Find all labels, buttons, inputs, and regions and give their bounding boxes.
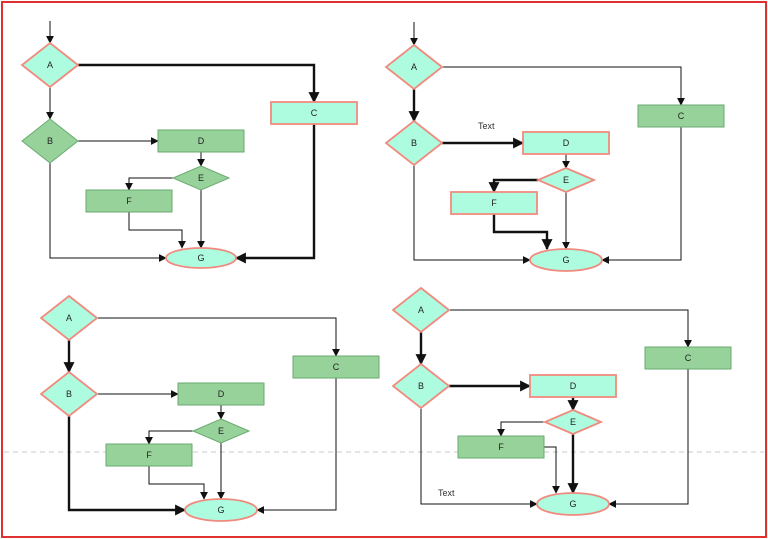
node-c-process <box>644 346 732 370</box>
node-f-label: F <box>498 442 504 452</box>
connector-arrow <box>256 378 337 514</box>
node-g-terminal <box>184 498 258 522</box>
annotation-text: Text <box>438 488 455 498</box>
node-f-label: F <box>146 450 152 460</box>
connector-arrow <box>544 446 560 494</box>
node-g-label: G <box>562 255 569 265</box>
connector-arrow <box>601 127 682 264</box>
node-g-terminal <box>165 247 237 269</box>
node-e-label: E <box>218 426 224 436</box>
node-c-label: C <box>333 362 340 372</box>
node-b-decision <box>39 370 99 418</box>
node-a-label: A <box>411 62 417 72</box>
node-g-label: G <box>217 505 224 515</box>
node-g-label: G <box>197 253 204 263</box>
connector-arrow <box>128 212 186 249</box>
node-a-decision <box>384 43 444 91</box>
node-b-decision <box>384 119 444 167</box>
connector-arrow <box>67 416 187 516</box>
node-d-label: D <box>563 138 570 148</box>
node-a-decision <box>39 294 99 342</box>
node-c-label: C <box>678 111 685 121</box>
connector-arrow <box>488 178 538 194</box>
node-d-label: D <box>198 136 205 146</box>
node-a-label: A <box>418 305 424 315</box>
connector-arrow <box>420 408 538 508</box>
connector-arrow <box>148 466 208 500</box>
node-b-decision <box>391 362 451 410</box>
node-g-label: G <box>569 499 576 509</box>
connector-arrow <box>145 430 193 445</box>
node-d-label: D <box>218 389 225 399</box>
connector-arrow <box>413 165 531 264</box>
node-c-label: C <box>311 108 318 118</box>
node-f-process <box>105 443 193 467</box>
node-d-label: D <box>570 381 577 391</box>
flowchart-top-left: A B C D E F G <box>20 21 358 269</box>
node-e-decision <box>171 165 231 191</box>
connector-arrow <box>608 369 689 508</box>
node-e-label: E <box>198 173 204 183</box>
node-d-process <box>522 131 610 155</box>
connector-arrow <box>49 163 167 262</box>
node-c-process <box>637 104 725 128</box>
connector-arrow <box>78 63 320 104</box>
annotation-text: Text <box>478 121 495 131</box>
node-d-process <box>177 382 265 406</box>
connector-arrow <box>125 177 173 191</box>
node-a-decision <box>391 286 451 334</box>
flowchart-bottom-right: A B C D E F G Text <box>391 286 732 516</box>
node-d-process <box>157 129 245 153</box>
node-g-terminal <box>536 492 610 516</box>
connector-arrow <box>442 66 685 106</box>
node-f-process <box>457 435 545 459</box>
node-f-process <box>85 189 173 213</box>
node-d-process <box>529 374 617 398</box>
node-a-label: A <box>66 313 72 323</box>
node-c-process <box>270 101 358 125</box>
node-e-decision <box>535 167 597 193</box>
node-f-process <box>450 191 538 215</box>
node-f-label: F <box>126 196 132 206</box>
node-e-decision <box>191 418 251 444</box>
connector-arrow <box>492 214 553 251</box>
connector-arrow <box>497 421 545 437</box>
flowchart-bottom-left: A B C D E F G <box>39 294 380 522</box>
node-b-label: B <box>418 381 424 391</box>
flowchart-top-right: A B C D E F G Text <box>384 22 725 272</box>
connector-arrow <box>449 309 692 348</box>
node-b-label: B <box>66 389 72 399</box>
connector-arrow <box>234 124 316 264</box>
node-a-decision <box>20 41 80 89</box>
node-b-label: B <box>411 138 417 148</box>
node-e-label: E <box>563 175 569 185</box>
node-c-label: C <box>685 353 692 363</box>
node-a-label: A <box>47 60 53 70</box>
connector-arrow <box>97 317 340 357</box>
node-c-process <box>292 355 380 379</box>
node-b-label: B <box>47 136 53 146</box>
node-f-label: F <box>491 198 497 208</box>
node-b-decision <box>21 118 79 164</box>
node-g-terminal <box>529 248 603 272</box>
node-e-decision <box>542 409 604 435</box>
node-e-label: E <box>570 417 576 427</box>
